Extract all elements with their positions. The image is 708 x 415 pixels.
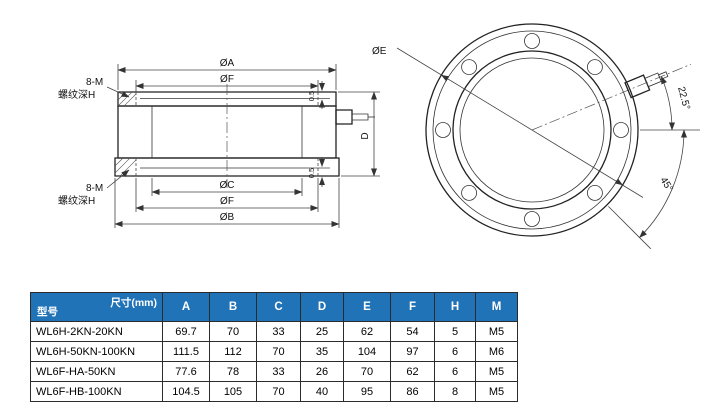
angle-label-large: 45°	[657, 175, 674, 194]
table-header-row: 尺寸(mm) 型号 A B C D E F H M	[30, 292, 518, 322]
flange-circles	[425, 23, 639, 237]
value-cell: 25	[300, 321, 344, 342]
value-cell: 6	[434, 341, 476, 362]
top-view: ØE 22.5° 45°	[372, 23, 700, 250]
value-cell: M5	[475, 321, 518, 342]
model-cell: WL6H-2KN-20KN	[30, 321, 163, 342]
dim-phi-f-bottom: ØF	[135, 178, 319, 212]
value-cell: 5	[434, 321, 476, 342]
column-header-a: A	[162, 292, 210, 322]
value-cell: 95	[343, 381, 391, 402]
thread-bottom-label-1: 8-M	[86, 183, 103, 194]
value-cell: M6	[475, 341, 518, 362]
dim-label-d: D	[360, 132, 371, 139]
dim-label-gap-top: 0.5	[307, 91, 316, 101]
dim-phi-f-top: ØF	[135, 74, 319, 92]
dim-label-phi-a: ØA	[220, 58, 235, 69]
technical-drawing: ØA ØF ØC ØF ØB	[58, 23, 700, 250]
table-row: WL6H-2KN-20KN 69.7 70 33 25 62 54 5 M5	[30, 321, 518, 342]
model-cell: WL6F-HA-50KN	[30, 361, 163, 382]
column-header-b: B	[209, 292, 257, 322]
dim-phi-b: ØB	[114, 178, 340, 228]
column-header-d: D	[300, 292, 344, 322]
value-cell: 111.5	[162, 341, 210, 362]
value-cell: 104	[343, 341, 391, 362]
value-cell: 70	[256, 341, 301, 362]
dim-label-phi-f-bottom: ØF	[220, 196, 234, 207]
model-cell: WL6F-HB-100KN	[30, 381, 163, 402]
column-header-c: C	[256, 292, 301, 322]
thread-top-label-1: 8-M	[86, 77, 103, 88]
dim-label-gap-bottom: 0.5	[307, 168, 316, 178]
value-cell: 6	[434, 361, 476, 382]
table-row: WL6F-HB-100KN 104.5 105 70 40 95 86 8 M5	[30, 381, 518, 402]
value-cell: M5	[475, 381, 518, 402]
value-cell: 105	[209, 381, 257, 402]
thread-top-label-2: 螺纹深H	[58, 88, 95, 101]
dimension-table: 尺寸(mm) 型号 A B C D E F H M WL6H-2KN-20KN …	[30, 292, 518, 402]
value-cell: 112	[209, 341, 257, 362]
value-cell: 70	[256, 381, 301, 402]
thread-bottom-label-2: 螺纹深H	[58, 194, 95, 207]
column-header-h: H	[434, 292, 476, 322]
bolt-holes	[435, 33, 629, 227]
value-cell: 26	[300, 361, 344, 382]
value-cell: 104.5	[162, 381, 210, 402]
table-row: WL6F-HA-50KN 77.6 78 33 26 70 62 6 M5	[30, 361, 518, 382]
column-header-f: F	[390, 292, 435, 322]
dim-label-phi-e: ØE	[372, 46, 387, 57]
dim-phi-a: ØA	[117, 58, 337, 90]
column-header-m: M	[475, 292, 518, 322]
dim-label-phi-b: ØB	[220, 212, 235, 223]
value-cell: 33	[256, 321, 301, 342]
value-cell: 70	[343, 361, 391, 382]
corner-label-size: 尺寸(mm)	[110, 297, 157, 309]
value-cell: 77.6	[162, 361, 210, 382]
side-view: ØA ØF ØC ØF ØB	[58, 58, 380, 228]
table-corner-cell: 尺寸(mm) 型号	[30, 292, 163, 322]
angle-label-small: 22.5°	[675, 86, 692, 112]
value-cell: 69.7	[162, 321, 210, 342]
value-cell: 97	[390, 341, 435, 362]
value-cell: 62	[390, 361, 435, 382]
bolt-hole-lines	[135, 92, 319, 176]
model-cell: WL6H-50KN-100KN	[30, 341, 163, 362]
thread-callout-bottom: 8-M 螺纹深H	[58, 169, 130, 207]
dim-angle-small: 22.5°	[640, 75, 700, 131]
corner-label-model: 型号	[37, 306, 58, 318]
thread-callout-top: 8-M 螺纹深H	[58, 77, 130, 101]
part-outline	[114, 91, 340, 177]
connector-axis	[531, 63, 692, 131]
column-header-e: E	[343, 292, 391, 322]
value-cell: 33	[256, 361, 301, 382]
cable-side	[335, 109, 375, 125]
value-cell: 62	[343, 321, 391, 342]
value-cell: 86	[390, 381, 435, 402]
dim-d: D	[338, 91, 380, 177]
value-cell: 35	[300, 341, 344, 362]
value-cell: M5	[475, 361, 518, 382]
dim-label-phi-c: ØC	[220, 180, 235, 191]
value-cell: 8	[434, 381, 476, 402]
dim-label-phi-f-top: ØF	[220, 74, 234, 85]
value-cell: 78	[209, 361, 257, 382]
dim-gap-bottom: 0.5	[307, 157, 330, 187]
dim-gap-top: 0.5	[307, 81, 330, 109]
value-cell: 70	[209, 321, 257, 342]
dim-phi-c: ØC	[151, 178, 303, 196]
table-row: WL6H-50KN-100KN 111.5 112 70 35 104 97 6…	[30, 341, 518, 362]
value-cell: 40	[300, 381, 344, 402]
value-cell: 54	[390, 321, 435, 342]
dim-phi-e: ØE	[372, 46, 644, 198]
